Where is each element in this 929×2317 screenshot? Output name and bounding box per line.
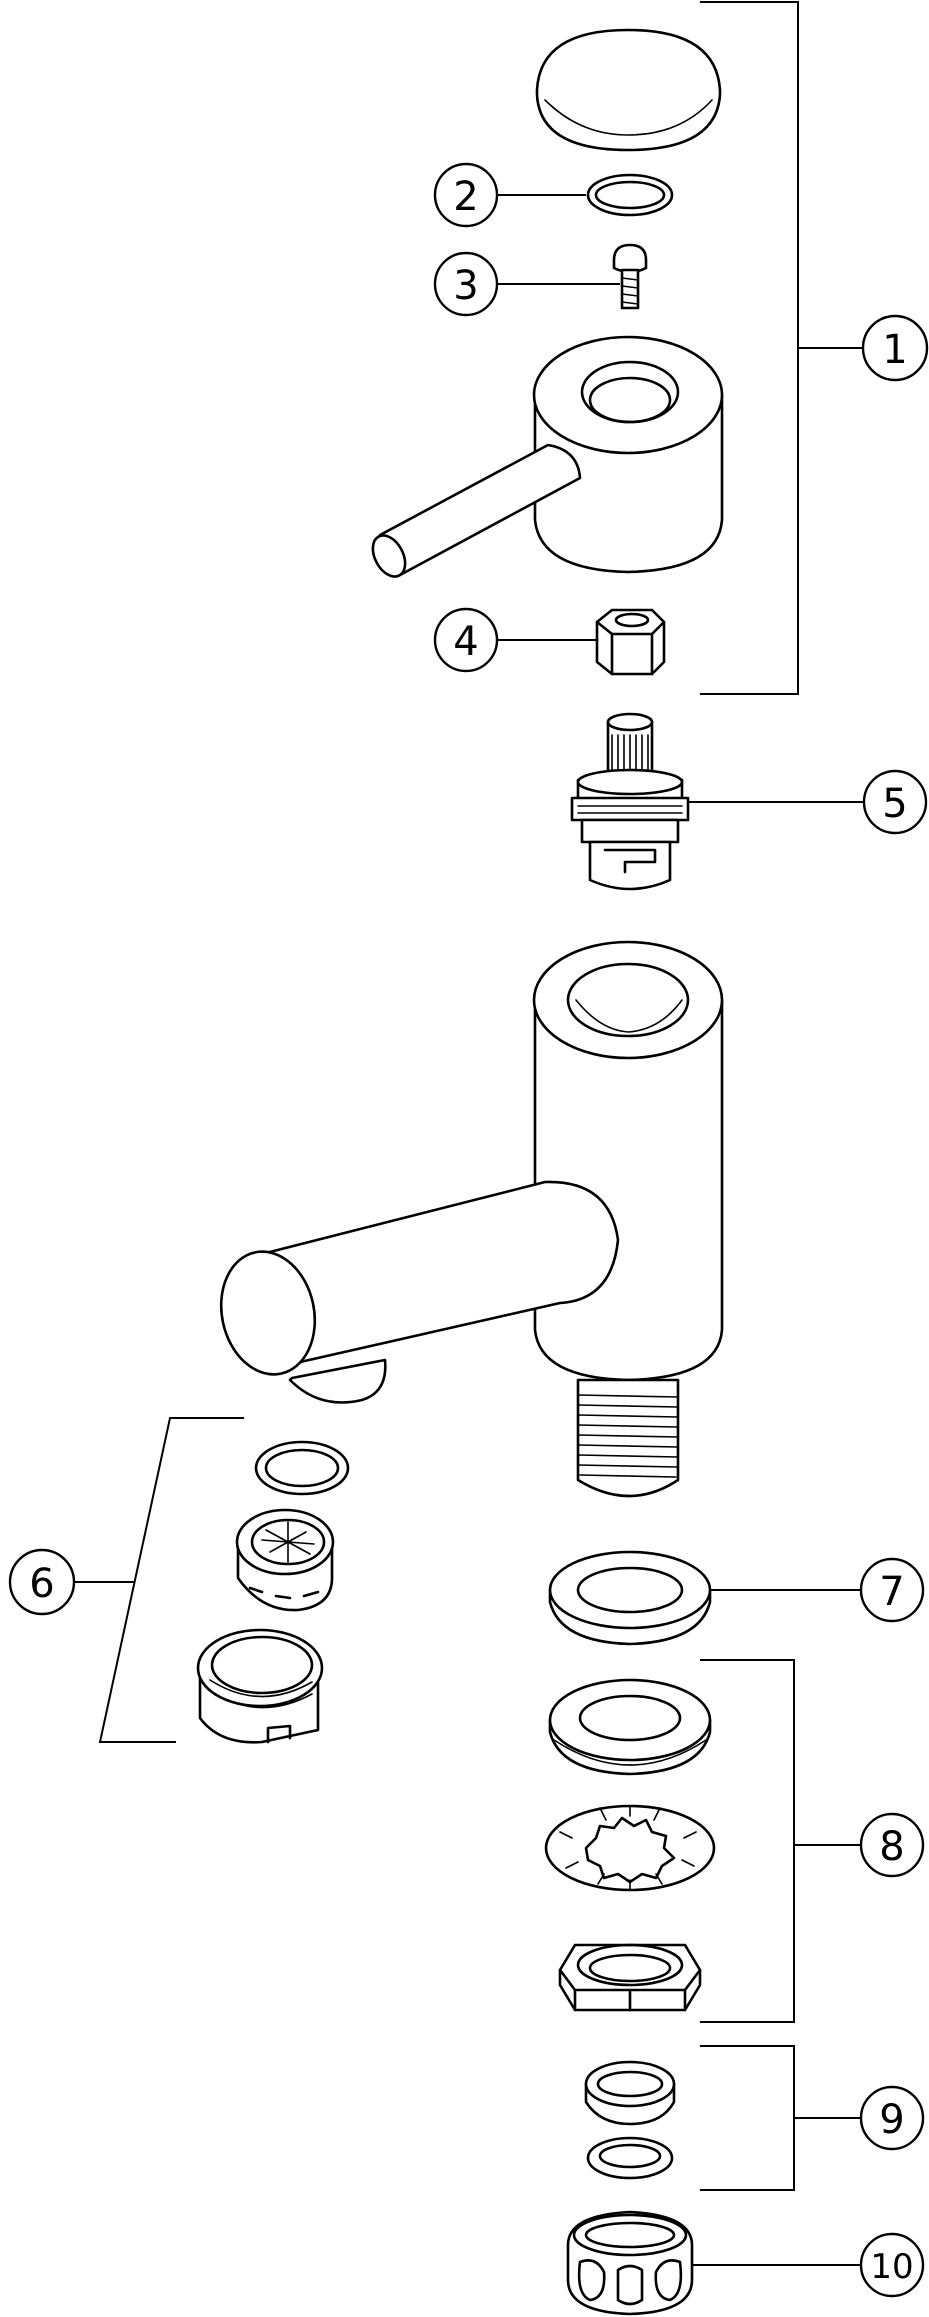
callout-label-8: 8 (879, 1824, 904, 1870)
valve-cartridge (570, 712, 690, 891)
lever-handle (371, 335, 724, 578)
callout-6: 6 (8, 1548, 76, 1616)
callout-label-10: 10 (870, 2247, 913, 2287)
faucet-body (219, 940, 724, 1498)
callout-4: 4 (433, 607, 499, 673)
callout-label-7: 7 (879, 1569, 904, 1615)
callout-label-5: 5 (882, 781, 907, 827)
callout-3: 3 (433, 251, 499, 317)
callout-5: 5 (862, 769, 928, 835)
union-nut (566, 2210, 694, 2316)
aerator-housing (196, 1628, 324, 1744)
callout-label-6: 6 (29, 1561, 54, 1607)
aerator-insert (235, 1508, 335, 1612)
flat-washer (548, 1550, 712, 1646)
rubber-washer (548, 1678, 712, 1776)
aerator-ring (254, 1440, 350, 1496)
callout-8: 8 (859, 1812, 925, 1878)
lock-nut (558, 1943, 702, 2012)
callout-7: 7 (859, 1557, 925, 1623)
leader-lines (74, 1, 872, 2266)
small-washer (586, 2136, 674, 2180)
screw (612, 243, 648, 310)
handle-cap (535, 28, 722, 152)
hex-nut (595, 608, 666, 676)
callout-10: 10 (859, 2232, 925, 2298)
callout-label-1: 1 (882, 327, 907, 373)
callout-label-3: 3 (453, 263, 478, 309)
callout-1: 1 (861, 314, 929, 382)
callout-label-9: 9 (879, 2097, 904, 2143)
callout-2: 2 (433, 162, 499, 228)
callout-label-2: 2 (453, 174, 478, 220)
lock-washer (544, 1804, 716, 1892)
callout-9: 9 (859, 2085, 925, 2151)
ferrule (584, 2060, 676, 2126)
o-ring (586, 173, 674, 217)
callout-label-4: 4 (453, 619, 478, 665)
